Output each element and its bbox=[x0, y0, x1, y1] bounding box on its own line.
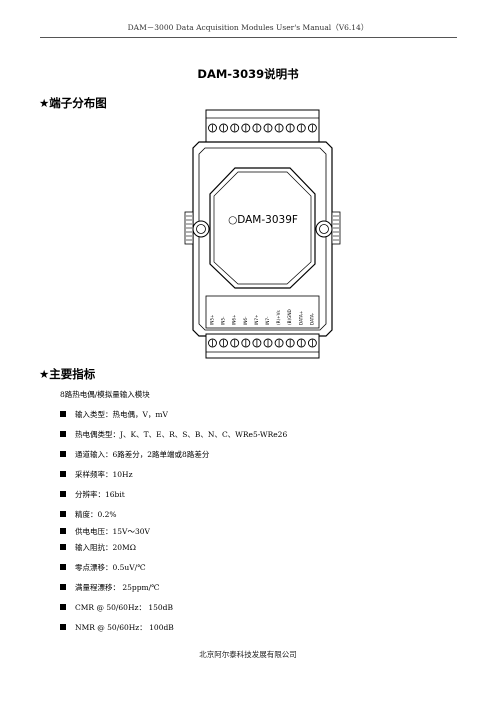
spec-item: 采样频率：10Hz bbox=[60, 469, 133, 480]
page-footer: 北京阿尔泰科技发展有限公司 bbox=[199, 650, 297, 659]
spec-item: 输入类型：热电偶，V，mV bbox=[60, 409, 168, 420]
bottom-label-panel bbox=[205, 295, 320, 329]
pin-label: IN5- bbox=[221, 316, 226, 325]
square-bullet-icon bbox=[60, 431, 66, 437]
pin-label: IN7- bbox=[265, 316, 270, 325]
spec-item: 精度：0.2% bbox=[60, 509, 117, 520]
pin-label: DATA+ bbox=[298, 310, 303, 325]
square-bullet-icon bbox=[60, 471, 66, 477]
bottom-screw-row bbox=[208, 338, 317, 348]
square-bullet-icon bbox=[60, 564, 66, 570]
spec-item: NMR @ 50/60Hz： 100dB bbox=[60, 622, 174, 633]
spec-item: 通道输入：6路差分，2路单端或8路差分 bbox=[60, 449, 209, 460]
pin-label: IN7+ bbox=[254, 314, 259, 325]
pin-label: IN6- bbox=[243, 316, 248, 325]
spec-item: CMR @ 50/60Hz： 150dB bbox=[60, 602, 173, 613]
square-bullet-icon bbox=[60, 491, 66, 497]
top-screw-row bbox=[208, 123, 317, 133]
square-bullet-icon bbox=[60, 604, 66, 610]
terminal-layout-diagram: IN0+IN0-IN1+IN1-IN2+IN2-IN3+IN3-IN4+IN4-… bbox=[184, 109, 341, 359]
mount-hole-right bbox=[315, 220, 333, 238]
section-heading-specs: ★主要指标 bbox=[39, 367, 96, 381]
spec-item: 满量程漂移： 25ppm/℃ bbox=[60, 582, 160, 593]
pin-label: IN5+ bbox=[210, 314, 215, 325]
model-label: ○DAM-3039F bbox=[228, 214, 298, 226]
page-header: DAM－3000 Data Acquisition Modules User's… bbox=[127, 23, 369, 32]
spec-item: 供电电压：15V～30V bbox=[60, 526, 150, 537]
front-panel bbox=[209, 167, 316, 289]
spec-item: 零点漂移：0.5uV/℃ bbox=[60, 562, 146, 573]
right-rib bbox=[331, 211, 341, 245]
bottom-pin-labels: IN5+ IN5- IN6+ IN6- IN7+ IN7- (R)+Vs (B)GND DATA… bbox=[210, 309, 315, 325]
section-heading-terminal: ★端子分布图 bbox=[39, 96, 107, 110]
document-title: DAM-3039说明书 bbox=[197, 67, 299, 81]
pin-label: DATA- bbox=[309, 312, 314, 325]
square-bullet-icon bbox=[60, 584, 66, 590]
square-bullet-icon bbox=[60, 528, 66, 534]
square-bullet-icon bbox=[60, 511, 66, 517]
pin-label: IN6+ bbox=[232, 314, 237, 325]
square-bullet-icon bbox=[60, 624, 66, 630]
module-description: 8路热电偶/模拟量输入模块 bbox=[60, 390, 150, 399]
square-bullet-icon bbox=[60, 411, 66, 417]
square-bullet-icon bbox=[60, 451, 66, 457]
pin-label: (R)+Vs bbox=[276, 310, 281, 325]
mount-hole-left bbox=[192, 220, 210, 238]
pin-label: (B)GND bbox=[287, 309, 292, 325]
spec-item: 输入阻抗：20MΩ bbox=[60, 542, 136, 553]
spec-item: 分辨率：16bit bbox=[60, 489, 125, 500]
spec-item: 热电偶类型：J、K、T、E、R、S、B、N、C、WRe5-WRe26 bbox=[60, 429, 287, 440]
square-bullet-icon bbox=[60, 544, 66, 550]
left-rib bbox=[184, 211, 194, 245]
header-rule bbox=[40, 37, 457, 38]
